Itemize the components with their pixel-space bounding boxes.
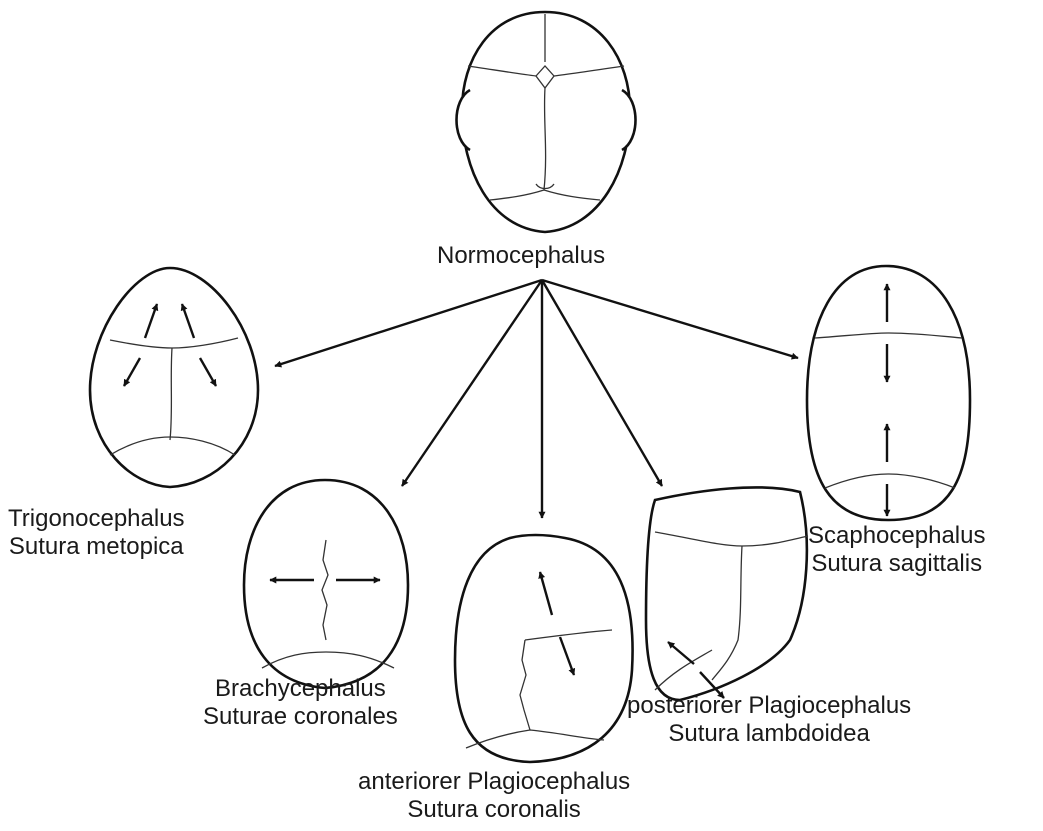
skull-posterior-plagiocephalus	[646, 487, 808, 700]
label-trigonocephalus-suture: Sutura metopica	[8, 533, 185, 561]
label-posterior-plagiocephalus-suture: Sutura lambdoidea	[627, 720, 911, 748]
arrow-to-trigonocephalus	[275, 280, 542, 366]
label-posterior-plagiocephalus: posteriorer Plagiocephalus Sutura lambdo…	[627, 692, 911, 748]
skull-brachycephalus	[244, 480, 408, 688]
skull-scaphocephalus	[807, 266, 970, 520]
label-scaphocephalus: Scaphocephalus Sutura sagittalis	[808, 522, 985, 578]
label-trigonocephalus: Trigonocephalus Sutura metopica	[8, 505, 185, 561]
label-brachycephalus-suture: Suturae coronales	[203, 703, 398, 731]
label-anterior-plagiocephalus: anteriorer Plagiocephalus Sutura coronal…	[358, 768, 630, 824]
skull-normocephalus	[457, 12, 636, 232]
skull-anterior-plagiocephalus	[455, 535, 633, 762]
label-anterior-plagiocephalus-suture: Sutura coronalis	[358, 796, 630, 824]
label-trigonocephalus-name: Trigonocephalus	[8, 505, 185, 533]
label-brachycephalus-name: Brachycephalus	[203, 675, 398, 703]
label-scaphocephalus-name: Scaphocephalus	[808, 522, 985, 550]
label-scaphocephalus-suture: Sutura sagittalis	[808, 550, 985, 578]
skull-trigonocephalus	[90, 268, 258, 487]
arrow-to-brachycephalus	[402, 280, 542, 486]
label-posterior-plagiocephalus-name: posteriorer Plagiocephalus	[627, 692, 911, 720]
connector-arrows	[275, 280, 798, 518]
label-normocephalus: Normocephalus	[437, 242, 605, 270]
label-anterior-plagiocephalus-name: anteriorer Plagiocephalus	[358, 768, 630, 796]
label-brachycephalus: Brachycephalus Suturae coronales	[203, 675, 398, 731]
